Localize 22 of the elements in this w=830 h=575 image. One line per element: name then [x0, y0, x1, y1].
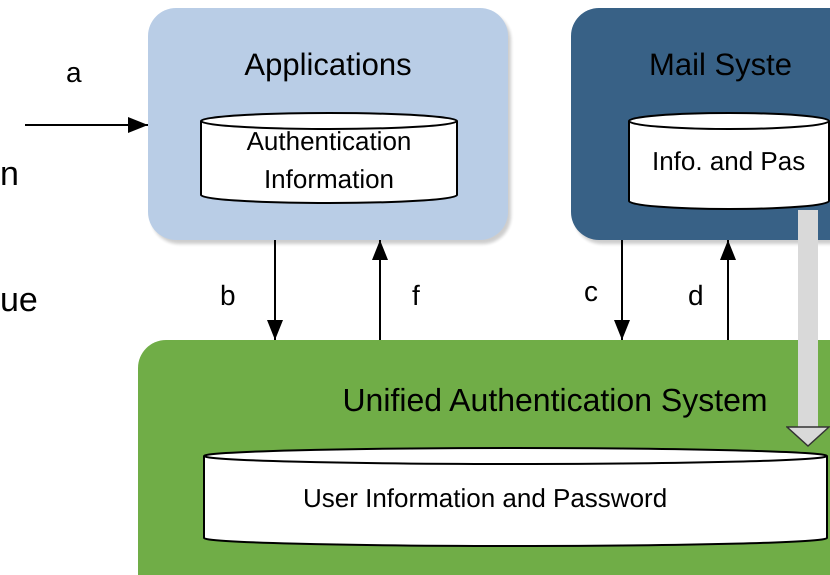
system-panel — [571, 8, 830, 240]
edge-label: f — [412, 279, 420, 313]
cylinder-label: User Information and Password — [303, 483, 668, 513]
edge-label: b — [220, 279, 236, 313]
arrow — [25, 117, 148, 133]
cylinder-label: Authentication Information — [246, 126, 412, 194]
edge-label: a — [66, 56, 82, 90]
arrow — [720, 240, 736, 340]
panel-title: Applications — [243, 46, 413, 84]
arrow — [372, 240, 388, 340]
arrow — [614, 240, 630, 340]
edge-label: d — [688, 279, 704, 313]
block-arrow — [786, 210, 830, 447]
system-panel — [138, 340, 830, 575]
text-label: n — [0, 154, 19, 195]
panel-title: Unified Authentication System — [341, 381, 769, 420]
edge-label: c — [584, 275, 598, 309]
arrow — [267, 240, 283, 340]
panel-title: Mail Syste — [649, 46, 793, 84]
text-label: ue — [0, 280, 38, 321]
cylinder-label: Info. and Pas — [652, 146, 806, 176]
system-panel — [148, 8, 508, 240]
